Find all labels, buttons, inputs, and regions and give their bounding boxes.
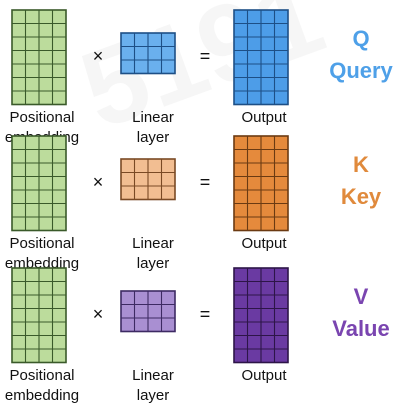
matrix-letter: K [353,152,369,177]
embedding-label-line2: embedding [5,387,79,404]
output-matrix [233,9,289,106]
row-query: ×=PositionalembeddingLinearlayerOutputQQ… [5,9,394,146]
embedding-label-line1: Positional [9,235,74,252]
output-label: Output [241,109,287,126]
equals-sign: = [200,304,211,324]
matrix-letter: V [354,284,369,309]
output-matrix [233,267,289,364]
matrix-name: Key [341,184,382,209]
row-value: × = Positional embedding Linear layer Output VV… [5,267,390,404]
linear-label-line2: layer [137,129,170,146]
linear-layer-matrix [120,158,176,201]
embedding-label-line1: Positional [9,109,74,126]
times-sign: × [93,304,104,324]
output-matrix [233,135,289,232]
equals-sign: = [200,172,211,192]
times-sign: × [93,46,104,66]
linear-label-line1: Linear [132,367,174,384]
matrix-name: Query [329,58,393,83]
linear-layer-matrix [120,290,176,333]
embedding-label-line1: Positional [9,367,74,384]
linear-label-line1: Linear [132,109,174,126]
linear-label-line2: layer [137,387,170,404]
matrix-name: Value [332,316,389,341]
output-label: Output [241,235,287,252]
watermark: 5191 [66,0,338,153]
linear-label-line1: Linear [132,235,174,252]
equals-sign: = [200,46,211,66]
embedding-matrix [11,9,67,106]
embedding-matrix [11,267,67,364]
times-sign: × [93,172,104,192]
row-key: ×=PositionalembeddingLinearlayerOutputKK… [5,135,382,272]
linear-label-line2: layer [137,255,170,272]
embedding-matrix [11,135,67,232]
output-label: Output [241,367,287,384]
matrix-letter: Q [352,26,369,51]
linear-layer-matrix [120,32,176,75]
